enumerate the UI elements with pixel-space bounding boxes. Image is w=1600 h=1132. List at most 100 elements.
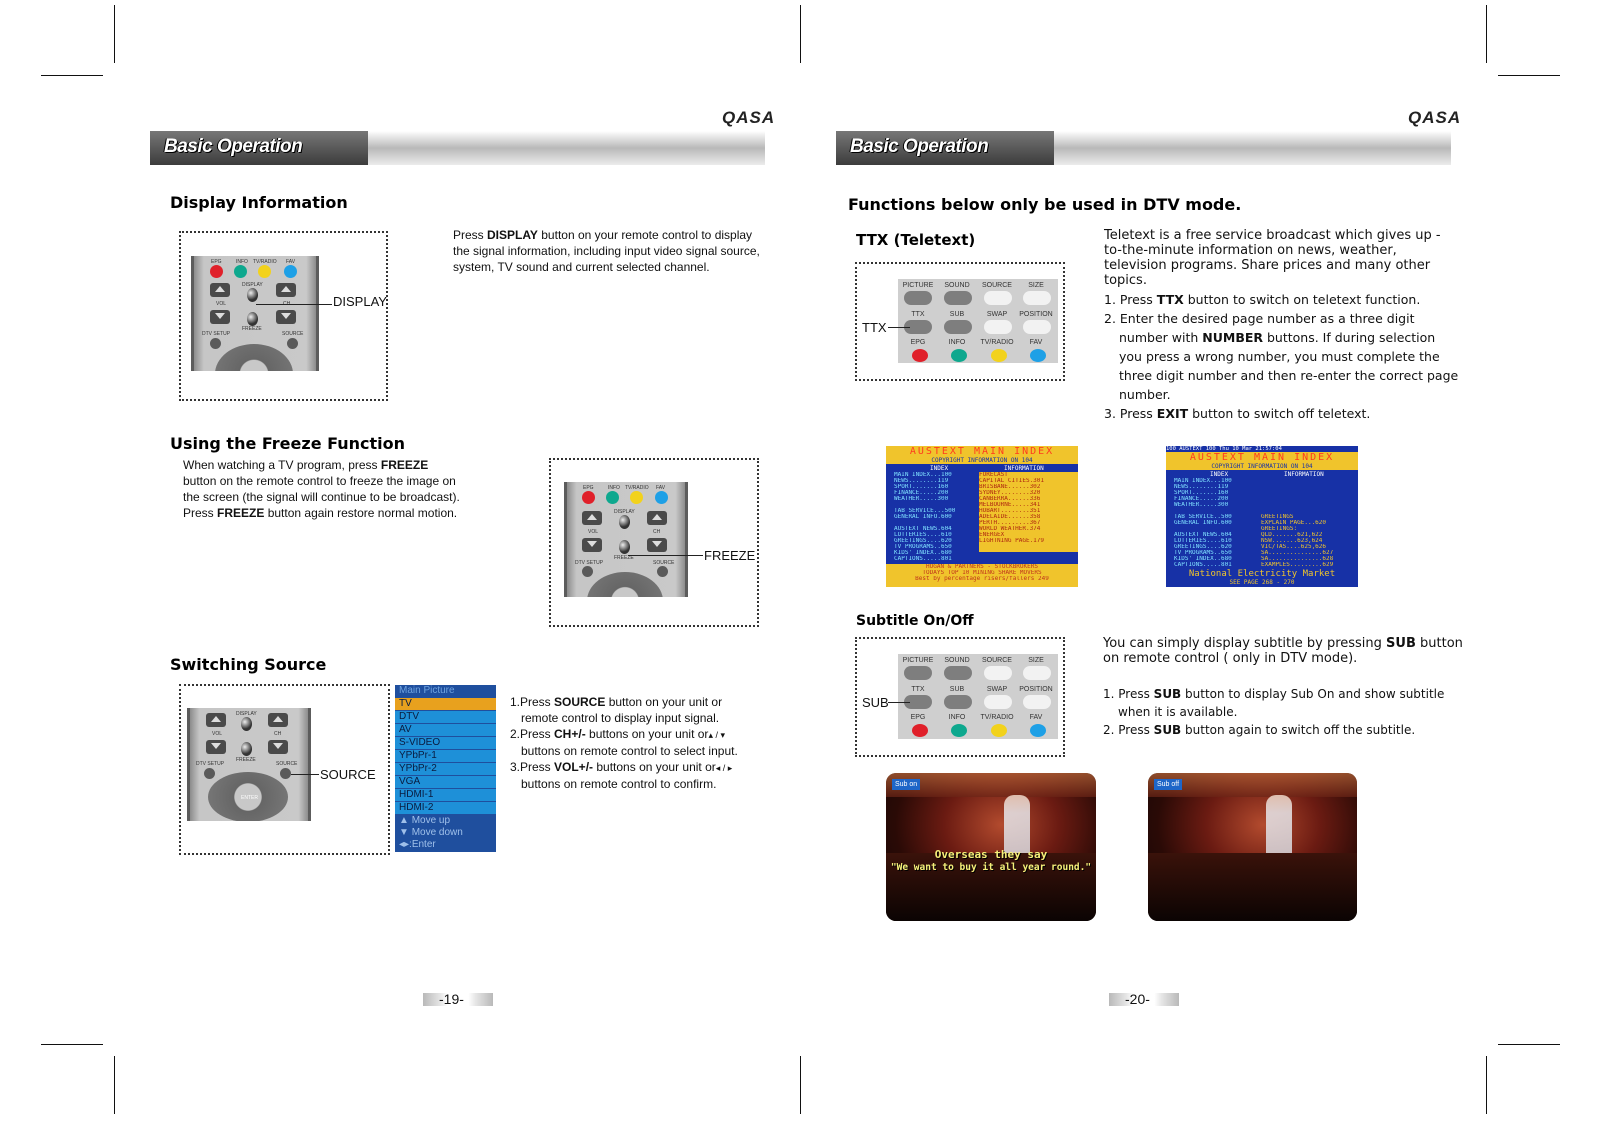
ttx-step-2b: number with NUMBER buttons. If during se…	[1104, 328, 1474, 347]
tt-line: EXAMPLES.........629	[1261, 562, 1334, 568]
sub-bold: SUB	[1386, 636, 1416, 651]
step-bold: SUB	[1153, 723, 1182, 737]
tt-line: TAB SERVICE...500	[894, 508, 956, 514]
tt-subtitle: COPYRIGHT INFORMATION ON 104	[1166, 464, 1358, 470]
ttx-button-icon	[904, 320, 932, 334]
step-text: buttons on your unit or	[593, 760, 716, 774]
crop-mark	[114, 1056, 115, 1114]
tt-line: QLD.......621,622	[1261, 532, 1323, 538]
source-step-1b: remote control to display input signal.	[521, 711, 720, 725]
step-text: number with	[1119, 330, 1203, 345]
freeze-text-a: When watching a TV program, press	[183, 458, 381, 472]
tt-line: SPORT.......160	[1174, 490, 1229, 496]
display-text-b: button on your remote control to display…	[453, 228, 760, 274]
sub-button-icon	[944, 695, 972, 709]
menu-item[interactable]: HDMI-2	[395, 802, 496, 814]
epg-caption: EPG	[583, 485, 594, 491]
tt-line: CAPITAL CITIES.301	[979, 478, 1045, 484]
step-text: button to switch off teletext.	[1188, 406, 1371, 421]
sub-caption: SUB	[949, 311, 965, 318]
freeze-description: When watching a TV program, press FREEZE…	[183, 457, 483, 521]
size-caption: SIZE	[1028, 657, 1044, 664]
menu-item[interactable]: S-VIDEO	[395, 737, 496, 749]
subtitle-caption-line-1: Overseas they say	[934, 848, 1048, 861]
crop-mark	[1498, 1044, 1560, 1045]
menu-item[interactable]: AV	[395, 724, 496, 736]
tt-line: ADELAIDE......358	[979, 514, 1041, 520]
tt-line: NEWS........119	[1174, 484, 1229, 490]
menu-item: Main Picture	[395, 685, 496, 697]
step-bold: TTX	[1156, 292, 1184, 307]
source-step-3: 3.Press VOL+/- buttons on your unit or◂ …	[510, 759, 770, 776]
tt-line: TV PROGRAMS..650	[894, 544, 952, 550]
crop-mark	[1486, 5, 1487, 63]
tt-line: GREETINGS	[1261, 514, 1294, 520]
tt-title: AUSTEXT MAIN INDEX	[886, 446, 1078, 458]
page-number: -20-	[1125, 991, 1150, 1007]
blue-button-icon	[1030, 349, 1046, 362]
sub-text: You can simply display subtitle by press…	[1103, 636, 1387, 651]
tt-title: AUSTEXT MAIN INDEX	[1166, 452, 1358, 464]
blue-button-icon	[284, 265, 297, 278]
freeze-caption: FREEZE	[614, 555, 634, 561]
page-number-bar	[423, 993, 493, 1006]
yellow-button-icon	[630, 491, 643, 504]
table-decor	[886, 853, 1096, 921]
sub-leader-line	[888, 702, 910, 703]
menu-item[interactable]: YPbPr-1	[395, 750, 496, 762]
tt-line: NEWS........119	[894, 478, 949, 484]
source-caption: SOURCE	[282, 331, 304, 337]
subtitle-heading: Subtitle On/Off	[856, 613, 974, 629]
dtv-setup-caption: DTV SETUP	[575, 560, 604, 566]
subtitle-caption-line-2: "We want to buy it all year round."	[890, 862, 1092, 873]
sound-caption: SOUND	[944, 657, 970, 664]
subtitle-intro: You can simply display subtitle by press…	[1103, 636, 1465, 666]
tt-line: LOTTERIES....610	[894, 532, 952, 538]
tt-line: EXPLAIN PAGE...620	[1261, 520, 1327, 526]
left-right-arrow-icon: ◂ / ▸	[715, 763, 733, 773]
remote-figure-source: DISPLAY VOL CH FREEZE DTV SETUP SOURCE E…	[187, 708, 311, 821]
menu-footer-text: :Enter	[409, 839, 436, 850]
tt-line: KIDS' INDEX..680	[1174, 556, 1232, 562]
up-arrow-icon: ▲	[399, 815, 409, 826]
freeze-line-4: Press FREEZE button again restore normal…	[183, 505, 483, 521]
table-decor	[1148, 853, 1357, 921]
menu-item[interactable]: VGA	[395, 776, 496, 788]
brand-logo: QASA	[1408, 108, 1462, 127]
tt-line: NSW.......623,624	[1261, 538, 1323, 544]
dtv-setup-caption: DTV SETUP	[202, 331, 231, 337]
info-caption: INFO	[948, 339, 966, 346]
green-button-icon	[951, 724, 967, 737]
step-text: 2. Press	[1103, 723, 1154, 737]
menu-item[interactable]: YPbPr-2	[395, 763, 496, 775]
swap-caption: SWAP	[986, 686, 1008, 693]
ttx-steps: 1. Press TTX button to switch on teletex…	[1104, 290, 1474, 423]
display-caption: DISPLAY	[236, 711, 257, 717]
source-callout-label: SOURCE	[320, 767, 376, 782]
freeze-line-2: button on the remote control to freeze t…	[183, 474, 456, 488]
info-caption: INFO	[608, 485, 620, 491]
step-bold: VOL+/-	[554, 760, 594, 774]
epg-caption: EPG	[910, 339, 926, 346]
freeze-heading: Using the Freeze Function	[170, 434, 406, 453]
display-text-a: Press	[453, 228, 488, 242]
menu-item[interactable]: DTV	[395, 711, 496, 723]
picture-caption: PICTURE	[902, 282, 934, 289]
ttx-caption: TTX	[911, 311, 925, 318]
menu-item[interactable]: HDMI-1	[395, 789, 496, 801]
menu-item[interactable]: TV	[395, 698, 496, 710]
tt-line: TODAYS TOP 10 MINING SHARE MOVERS	[922, 570, 1042, 576]
yellow-button-icon	[258, 265, 271, 278]
ch-down-icon	[276, 310, 296, 324]
ttx-step-1: 1. Press TTX button to switch on teletex…	[1104, 290, 1474, 309]
tt-line: CANBERRA......336	[979, 496, 1041, 502]
crop-mark	[1498, 75, 1560, 76]
vol-down-icon	[210, 310, 230, 324]
swap-caption: SWAP	[986, 311, 1008, 318]
ttx-intro: Teletext is a free service broadcast whi…	[1104, 228, 1441, 288]
section-header: Basic Operation	[836, 131, 1054, 165]
step-bold: CH+/-	[554, 727, 586, 741]
dtv-setup-button-icon	[204, 768, 215, 779]
size-caption: SIZE	[1028, 282, 1044, 289]
